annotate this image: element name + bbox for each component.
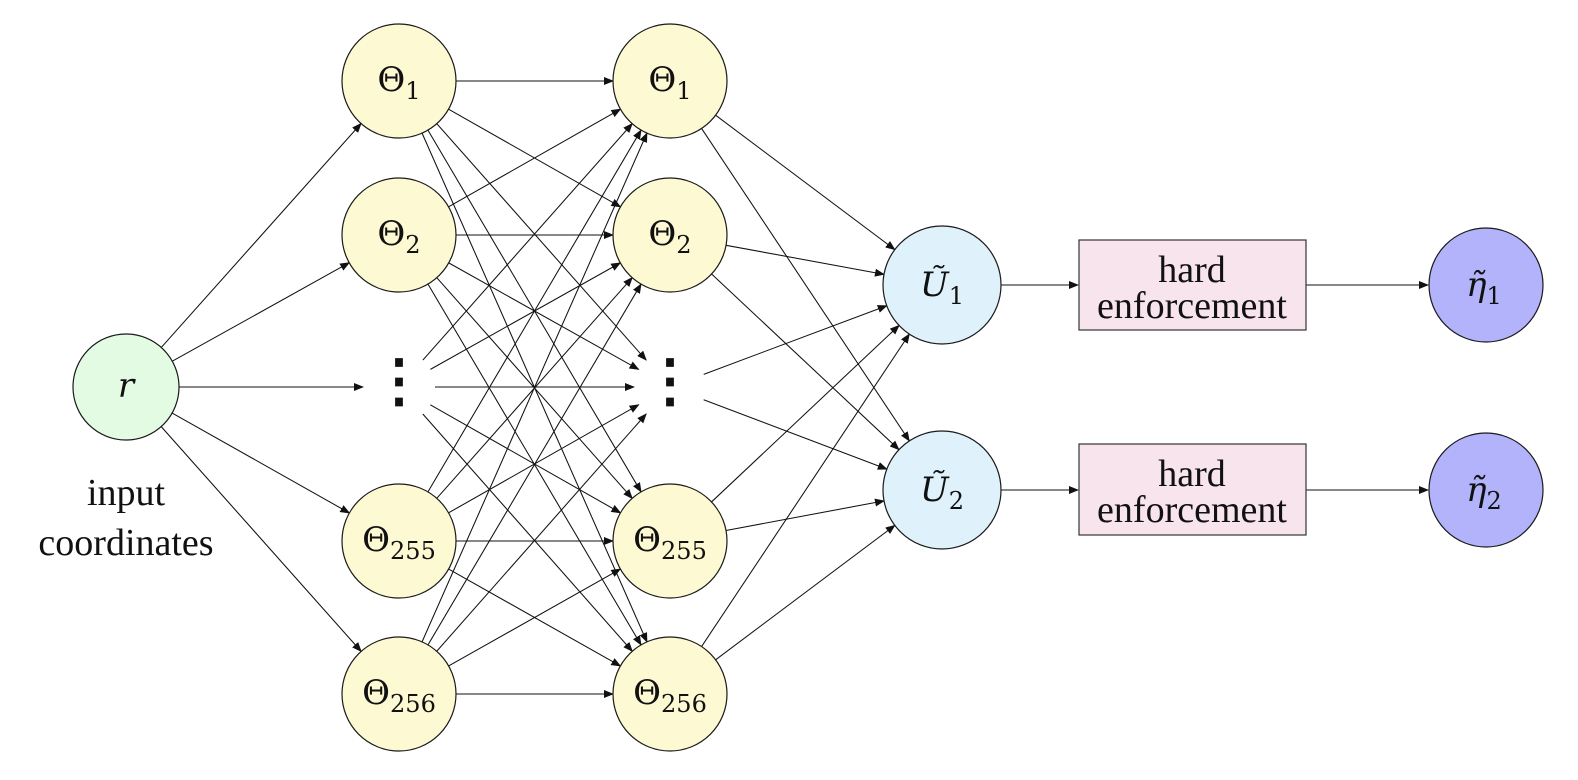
edge-arrow	[430, 404, 622, 514]
box-label-line2: enforcement	[1097, 489, 1287, 531]
hidden-node: Θ2	[341, 177, 457, 293]
edge-arrow	[427, 283, 642, 646]
output-node-label: Ũ2	[920, 469, 964, 515]
hidden-node: Θ256	[612, 636, 728, 752]
result-node: η̃1	[1428, 227, 1544, 343]
edge-arrow	[448, 262, 640, 370]
edge-arrow	[715, 524, 896, 661]
hidden-node-label: Θ256	[633, 673, 707, 718]
output-node: Ũ1	[882, 225, 1002, 345]
result-node-label: η̃2	[1466, 470, 1502, 515]
box-label-line1: hard	[1158, 453, 1226, 495]
input-caption-line1: input	[87, 472, 166, 514]
edges	[160, 77, 1429, 698]
hidden-node: Θ255	[341, 483, 457, 599]
hidden-node-label: Θ255	[362, 520, 436, 565]
hidden-node-label: Θ1	[377, 60, 420, 105]
ellipsis: ⋮	[370, 346, 428, 414]
result-node-label: η̃1	[1466, 265, 1502, 310]
hidden-node-label: Θ2	[377, 214, 420, 259]
box-label-line1: hard	[1158, 249, 1226, 291]
edge-arrow	[715, 114, 896, 251]
hard-enforcement-box: hard enforcement	[1078, 239, 1307, 331]
edge-arrow	[725, 244, 885, 277]
hidden-node-label: Θ255	[633, 520, 707, 565]
hidden-node-label: Θ1	[648, 60, 691, 105]
box-label-line2: enforcement	[1097, 285, 1287, 327]
hidden-node-label: Θ2	[648, 214, 691, 259]
edge-arrow	[172, 262, 351, 362]
edge-arrow	[448, 404, 640, 514]
edge-arrow	[448, 108, 622, 208]
output-node-label: Ũ1	[920, 264, 964, 310]
edge-arrow	[703, 399, 888, 470]
hidden-node: Θ1	[341, 23, 457, 139]
hidden-node: Θ256	[341, 636, 457, 752]
edge-arrow	[430, 262, 622, 370]
edge-arrow	[711, 273, 900, 451]
input-node: r	[72, 333, 180, 441]
edge-arrow	[448, 568, 622, 667]
edge-arrow	[160, 426, 362, 653]
nodes: r input coordinates Θ1 Θ2 ⋮ Θ255 Θ256	[38, 23, 1544, 752]
hidden-node: Θ1	[612, 23, 728, 139]
edge-arrow	[701, 128, 910, 442]
input-node-label: r	[118, 366, 136, 406]
hidden-layer-2: Θ1 Θ2 ⋮ Θ255 Θ256	[612, 23, 728, 752]
edge-arrow	[711, 324, 900, 503]
edge-arrow	[725, 498, 885, 532]
edge-arrow	[436, 123, 647, 361]
edge-arrow	[427, 129, 642, 493]
edge-arrow	[171, 412, 351, 514]
edge-arrow	[701, 333, 910, 647]
result-node: η̃2	[1428, 432, 1544, 548]
hidden-node-label: Θ256	[362, 673, 436, 718]
edge-arrow	[421, 132, 648, 643]
edge-arrow	[422, 122, 633, 361]
edge-arrow	[160, 122, 362, 348]
ellipsis: ⋮	[641, 346, 699, 414]
hidden-node: Θ2	[612, 177, 728, 293]
output-node: Ũ2	[882, 430, 1002, 550]
hidden-node: Θ255	[612, 483, 728, 599]
edge-arrow	[422, 413, 633, 653]
edge-arrow	[703, 305, 888, 375]
hard-enforcement-box: hard enforcement	[1078, 443, 1307, 536]
hidden-layer-1: Θ1 Θ2 ⋮ Θ255 Θ256	[341, 23, 457, 752]
input-caption-line2: coordinates	[38, 522, 213, 564]
edge-arrow	[436, 413, 647, 652]
